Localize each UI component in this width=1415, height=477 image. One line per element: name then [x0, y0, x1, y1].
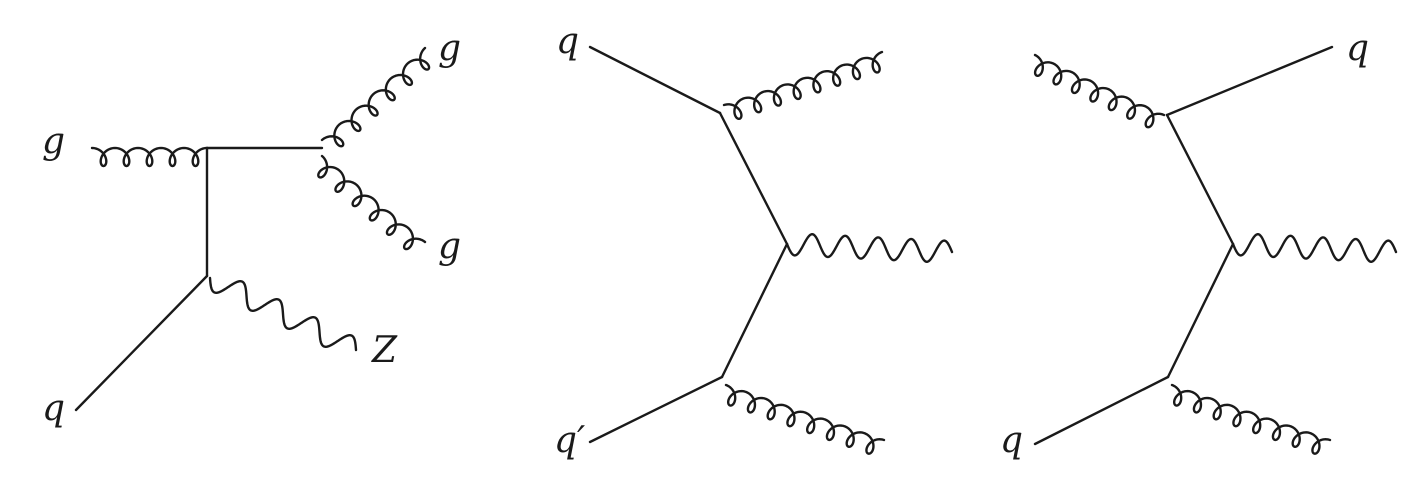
diagram-1: g g g Z q [42, 28, 461, 429]
diagram-1-label-gluon-in: g [42, 121, 65, 162]
diagram-1-quark-incoming [74, 274, 209, 412]
diagram-2-quark-incoming-top [588, 45, 722, 115]
diagram-2-propagator-lower [720, 242, 789, 379]
diagram-1-gluon-incoming [90, 146, 209, 168]
diagram-3-propagator-upper [1165, 113, 1235, 246]
diagram-1-gluon-outgoing-top [320, 46, 431, 148]
diagram-2-gluon-outgoing-bottom [724, 383, 886, 455]
diagram-2-label-quark-in-top: q [556, 21, 579, 62]
diagram-1-z-boson-outgoing [208, 276, 358, 352]
diagram-1-label-quark-in: q [42, 388, 65, 429]
diagram-3-propagator-lower [1166, 242, 1235, 379]
diagram-3-boson-outgoing [1231, 233, 1398, 263]
diagram-1-label-gluon-out-bottom: g [438, 226, 461, 267]
diagram-2-label-quark-in-bottom: q′ [554, 420, 585, 461]
diagram-2: q q′ [554, 21, 954, 461]
diagram-1-label-gluon-out-top: g [438, 28, 461, 69]
diagram-1-gluon-outgoing-bottom [317, 154, 427, 251]
diagram-2-propagator-upper [718, 111, 789, 246]
diagram-1-label-z-boson: Z [371, 330, 398, 371]
diagram-3-label-quark-out-top: q [1346, 28, 1369, 69]
diagram-3-gluon-incoming-top [1033, 53, 1166, 129]
diagram-2-quark-incoming-bottom [588, 375, 724, 444]
diagram-3-label-quark-in-bottom: q [1000, 420, 1023, 461]
diagram-2-gluon-outgoing-top [722, 50, 884, 121]
diagram-3-quark-incoming-bottom [1033, 375, 1170, 446]
diagram-3: q q [1000, 28, 1398, 461]
diagram-3-gluon-outgoing-bottom [1170, 383, 1332, 455]
diagram-3-quark-outgoing-top [1165, 45, 1334, 117]
diagram-2-boson-outgoing [785, 233, 954, 263]
